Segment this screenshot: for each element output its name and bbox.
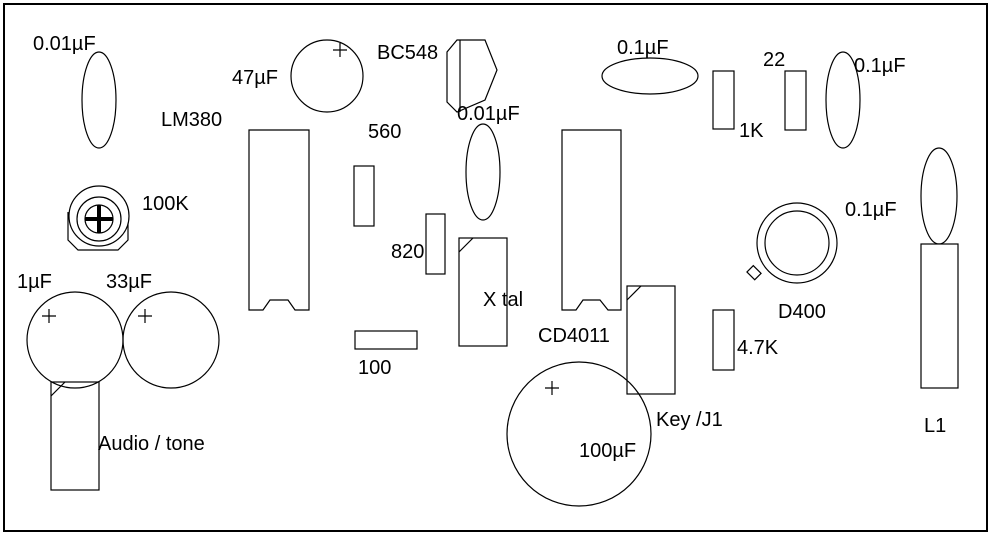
label-pot-100k: 100K [142, 193, 189, 215]
label-c-0.01uf-mid: 0.01µF [457, 103, 520, 125]
label-c-100uf: 100µF [579, 440, 636, 462]
resistor-100 [354, 330, 418, 350]
connector-key-j1 [626, 285, 676, 395]
label-xtal: X tal [483, 289, 523, 311]
label-r-560: 560 [368, 121, 401, 143]
label-r-1k: 1K [739, 120, 764, 142]
label-q-bc548: BC548 [377, 42, 438, 64]
label-c-33uf: 33µF [106, 271, 152, 293]
label-c-0.1uf-right: 0.1µF [854, 55, 906, 77]
label-c-47uf: 47µF [232, 67, 278, 89]
capacitor-100uf [506, 361, 652, 507]
resistor-4.7k [712, 309, 735, 371]
component-d400 [746, 202, 838, 284]
resistor-560 [353, 165, 375, 227]
label-r-820: 820 [391, 241, 424, 263]
label-r-22: 22 [763, 49, 785, 71]
capacitor-0.1uf-l1 [920, 147, 958, 245]
inductor-l1 [920, 243, 959, 389]
label-r-4.7k: 4.7K [737, 337, 779, 359]
label-c-0.01uf-left: 0.01µF [33, 33, 96, 55]
ic-lm380 [248, 129, 310, 311]
potentiometer-100k [67, 185, 130, 251]
label-r-100: 100 [358, 357, 391, 379]
label-ic-cd4011: CD4011 [538, 325, 610, 347]
capacitor-0.01uf-mid [465, 123, 501, 221]
resistor-22 [784, 70, 807, 131]
label-c-0.1uf-l1: 0.1µF [845, 199, 897, 221]
capacitor-47uf [290, 39, 364, 113]
resistor-820 [425, 213, 446, 275]
label-c-1uf: 1µF [17, 271, 52, 293]
board-outline [3, 3, 988, 532]
capacitor-0.1uf-top [601, 57, 699, 95]
crystal-xtal [458, 237, 508, 347]
transistor-bc548 [446, 39, 498, 113]
connector-audio-tone [50, 381, 100, 491]
ic-cd4011 [561, 129, 622, 311]
label-audio-tone: Audio / tone [98, 433, 205, 455]
capacitor-0.01uf-left [81, 51, 117, 149]
capacitor-33uf [122, 291, 220, 389]
label-d400: D400 [778, 301, 826, 323]
label-c-0.1uf-top: 0.1µF [617, 37, 669, 59]
resistor-1k [712, 70, 735, 130]
label-key-j1: Key /J1 [656, 409, 723, 431]
label-ic-lm380: LM380 [161, 109, 222, 131]
label-l1: L1 [924, 415, 946, 437]
capacitor-1uf [26, 291, 124, 389]
capacitor-0.1uf-right [825, 51, 861, 149]
